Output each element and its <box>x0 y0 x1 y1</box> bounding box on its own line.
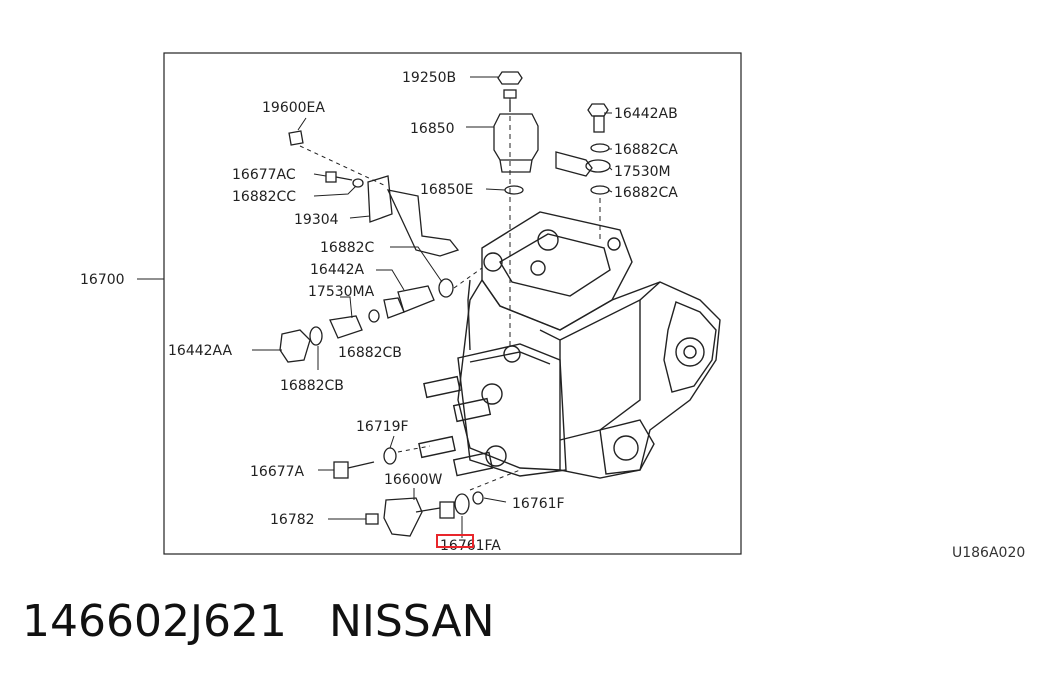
label-16442A[interactable]: 16442A <box>310 262 365 278</box>
footer-brand: NISSAN <box>328 596 495 647</box>
footer-title: 146602J621 NISSAN <box>22 596 537 647</box>
part-labels: 19250B 19600EA 16850 16442AB 16882CA 175… <box>80 70 678 554</box>
drawing-code: U186A020 <box>952 545 1026 561</box>
label-16442AA[interactable]: 16442AA <box>168 343 233 359</box>
label-16600W[interactable]: 16600W <box>384 472 443 488</box>
label-16719F[interactable]: 16719F <box>356 419 409 435</box>
label-16700[interactable]: 16700 <box>80 272 125 288</box>
label-16761F[interactable]: 16761F <box>512 496 565 512</box>
label-17530MA[interactable]: 17530MA <box>308 284 375 300</box>
highlight-box <box>436 534 474 548</box>
label-16677AC[interactable]: 16677AC <box>232 167 296 183</box>
injection-pump-drawing <box>418 211 721 479</box>
label-16782[interactable]: 16782 <box>270 512 315 528</box>
diagram-frame <box>163 52 742 555</box>
footer-part-number: 146602J621 <box>22 596 287 647</box>
label-16882CB-left[interactable]: 16882CB <box>280 378 344 394</box>
label-16850[interactable]: 16850 <box>410 121 455 137</box>
label-16442AB[interactable]: 16442AB <box>614 106 678 122</box>
label-19600EA[interactable]: 19600EA <box>262 100 325 116</box>
label-16882CB-right[interactable]: 16882CB <box>338 345 402 361</box>
label-16882CA-top[interactable]: 16882CA <box>614 142 678 158</box>
label-16677A[interactable]: 16677A <box>250 464 305 480</box>
leader-lines <box>137 76 613 538</box>
label-19304[interactable]: 19304 <box>294 212 339 228</box>
label-16882CC[interactable]: 16882CC <box>232 189 296 205</box>
label-16882CA-bottom[interactable]: 16882CA <box>614 185 678 201</box>
label-19250B[interactable]: 19250B <box>402 70 456 86</box>
label-17530M[interactable]: 17530M <box>614 164 671 180</box>
label-16850E[interactable]: 16850E <box>420 182 473 198</box>
label-16882C[interactable]: 16882C <box>320 240 375 256</box>
